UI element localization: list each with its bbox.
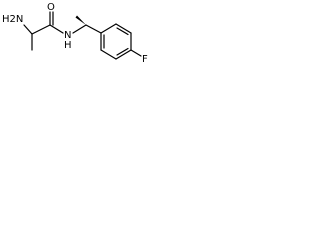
ring-bond-3 (115, 49, 132, 60)
ring-double-bond-3 (116, 27, 129, 36)
bond-ring-fluorine (130, 49, 142, 57)
bond-amide-nitrogen-chiral-carbon (72, 24, 87, 34)
ring-bond-6 (100, 23, 117, 34)
bond-amine-alpha-carbon (23, 24, 33, 35)
molecule-structure: H2N O N H F (2, 2, 148, 65)
bond-chiral-carbon-ring (85, 24, 102, 34)
bond-alpha-carbon-carbonyl (31, 24, 51, 35)
structure-canvas: H2N O N H F (0, 0, 162, 73)
ring-bond-5 (115, 23, 132, 34)
bond-chiral-methyl-wedge (75, 15, 86, 25)
ring-bond-2 (100, 49, 117, 60)
atom-label-fluorine: F (142, 54, 148, 65)
atom-label-amine: H2N (2, 14, 23, 25)
ring-double-bond-2 (116, 47, 129, 56)
atom-label-amide-oxygen: O (47, 2, 55, 13)
atom-label-amide-nitrogen: N (64, 30, 71, 41)
atom-label-amide-hydrogen: H (64, 40, 72, 51)
bond-carbonyl-amide-nitrogen (49, 24, 64, 34)
